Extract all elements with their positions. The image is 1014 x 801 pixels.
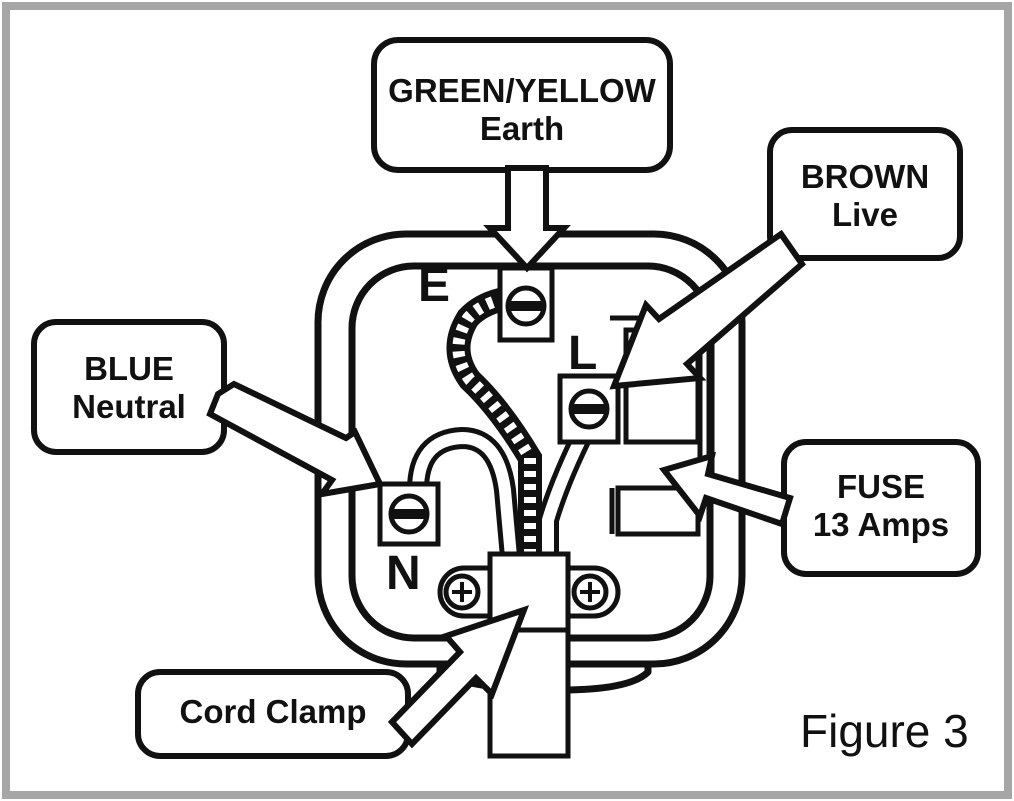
fuse-label: FUSE 13 Amps [784, 468, 978, 544]
earth-label: GREEN/YELLOW Earth [374, 72, 670, 148]
terminal-letter-neutral: N [386, 547, 421, 600]
live-color-name: BROWN [800, 158, 930, 195]
live-terminal [557, 373, 621, 445]
terminal-letter-live: L [568, 327, 598, 380]
earth-color-name: GREEN/YELLOW [388, 72, 656, 109]
live-arrow [609, 229, 807, 390]
earth-wire [446, 288, 542, 580]
fuse-arrow [658, 451, 794, 528]
clamp-arrow [387, 605, 530, 749]
earth-wire-name: Earth [479, 109, 565, 147]
terminal-letter-earth: E [418, 259, 451, 312]
clamp-label: Cord Clamp [138, 693, 408, 731]
fuse-name: FUSE [836, 468, 925, 505]
earth-terminal [497, 265, 555, 343]
figure-caption: Figure 3 [800, 705, 969, 757]
live-wire-name: Live [831, 195, 899, 233]
live-callout-box [767, 127, 963, 261]
neutral-color-name: BLUE [84, 350, 174, 387]
neutral-arrow [206, 380, 385, 499]
neutral-terminal [377, 481, 441, 547]
neutral-label: BLUE Neutral [34, 350, 224, 426]
live-label: BROWN Live [770, 158, 960, 234]
neutral-wire-name: Neutral [72, 387, 186, 425]
clamp-name: Cord Clamp [179, 693, 367, 730]
earth-arrow [483, 165, 571, 273]
neutral-wire [407, 426, 523, 579]
fuse-rating: 13 Amps [812, 505, 950, 543]
